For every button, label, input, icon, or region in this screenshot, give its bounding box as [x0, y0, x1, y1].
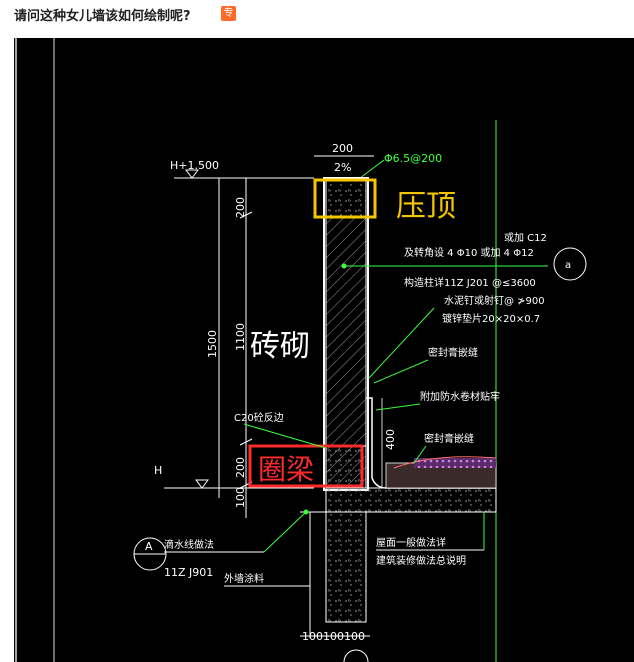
callout-a: A: [145, 540, 153, 553]
ring-beam-highlight-box: [248, 444, 364, 488]
dim-200-width: 200: [332, 142, 353, 155]
dims-bottom: 100100100: [302, 630, 365, 643]
rebar-top-label: Φ6.5@200: [384, 152, 442, 165]
note-nail: 水泥钉或射钉@ ≯900: [444, 294, 545, 307]
cad-drawing: H+1.500 H 1500 200 1100 200 100 200 2% Φ…: [14, 38, 634, 662]
elevation-base-label: H: [154, 464, 162, 477]
note-c20: C20砼反边: [234, 411, 284, 424]
ring-beam-label: 圈梁: [258, 453, 314, 486]
note-washer: 镀锌垫片20×20×0.7: [442, 312, 540, 325]
dim-400: 400: [384, 429, 397, 450]
elevation-top-label: H+1.500: [170, 159, 219, 172]
elevation-top: H+1.500: [170, 159, 314, 179]
coping-highlight-box: [313, 178, 377, 219]
note-arch: 建筑装修做法总说明: [376, 554, 466, 567]
question-title: 请问这种女儿墙该如何绘制呢?: [14, 9, 191, 24]
dim-100: 100: [234, 487, 247, 508]
note-11zj901: 11Z J901: [164, 566, 213, 579]
coping-label: 压顶: [396, 189, 456, 224]
dim-200-beam: 200: [234, 457, 247, 478]
slope-label: 2%: [334, 161, 351, 174]
note-c12: 或加 C12: [504, 232, 547, 244]
note-extra-membrane: 附加防水卷材贴牢: [420, 390, 500, 403]
note-roof: 屋面一般做法详: [376, 536, 446, 549]
callout-a-small: a: [565, 260, 571, 271]
note-drip: 滴水线做法: [164, 538, 214, 551]
dim-1500: 1500: [206, 330, 219, 358]
note-sealant1: 密封膏嵌缝: [428, 346, 478, 359]
note-corner-rebar: 及转角设 4 Φ10 或加 4 Φ12: [404, 246, 534, 259]
parapet-section-svg: H+1.500 H 1500 200 1100 200 100 200 2% Φ…: [15, 38, 587, 662]
expert-badge: 专: [221, 6, 236, 21]
dim-200-top: 200: [234, 197, 247, 218]
masonry-label: 砖砌: [250, 329, 310, 364]
note-column: 构造柱详11Z J201 @≤3600: [404, 276, 536, 289]
note-wall-paint: 外墙涂料: [224, 572, 264, 585]
elevation-base: H: [154, 464, 314, 489]
dim-1100: 1100: [234, 323, 247, 351]
note-sealant2: 密封膏嵌缝: [424, 432, 474, 445]
